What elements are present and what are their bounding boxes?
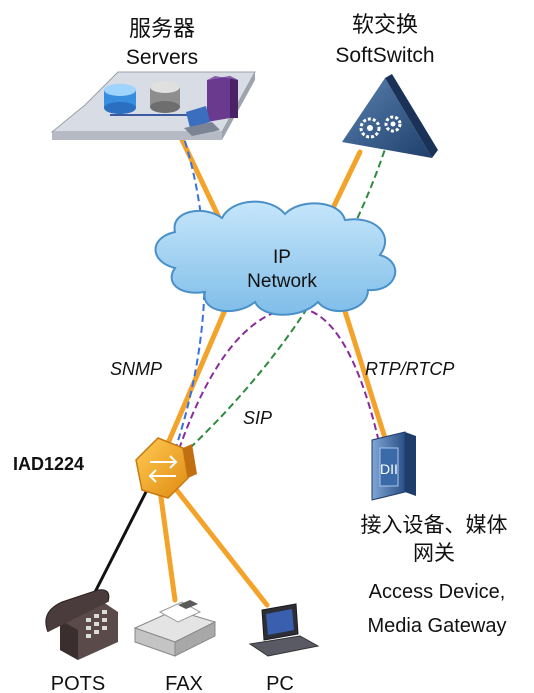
- softswitch-label-zh: 软交换: [352, 13, 418, 38]
- media-gateway-icon: DII: [371, 431, 416, 501]
- servers-label-en: Servers: [126, 46, 198, 69]
- softswitch-icon: [342, 74, 438, 158]
- softswitch-label-en: SoftSwitch: [335, 44, 434, 67]
- iad-router-icon: [135, 437, 197, 499]
- access-device-label-en2: Media Gateway: [368, 615, 507, 637]
- link-iad-fax: [157, 487, 178, 603]
- access-device-label-en1: Access Device,: [369, 581, 506, 603]
- snmp-label: SNMP: [110, 359, 162, 379]
- rtp-dashed-path: [171, 306, 379, 471]
- fax-label: FAX: [165, 673, 203, 693]
- sip-label: SIP: [243, 408, 272, 428]
- servers-icon: [50, 71, 256, 140]
- link-iad-pc: [172, 485, 270, 608]
- link-network-mediagateway: [340, 302, 388, 441]
- phone-icon: [45, 589, 118, 660]
- laptop-icon: [248, 603, 320, 657]
- ip-network-line1: IP: [273, 247, 291, 268]
- pots-label: POTS: [51, 673, 105, 693]
- rtp-rtcp-label: RTP/RTCP: [365, 359, 454, 379]
- access-device-label-zh2: 网关: [413, 541, 455, 565]
- pc-label: PC: [266, 673, 294, 693]
- svg-text:DII: DII: [380, 461, 398, 477]
- access-device-label-zh: 接入设备、媒体: [361, 513, 508, 537]
- ip-network-line2: Network: [247, 271, 317, 292]
- link-iad-pots: [90, 487, 150, 599]
- fax-icon: [133, 600, 217, 657]
- orange-links: [157, 122, 388, 608]
- servers-label-zh: 服务器: [129, 17, 195, 42]
- iad-label: IAD1224: [13, 454, 84, 474]
- ip-network-cloud: IP Network: [154, 200, 397, 316]
